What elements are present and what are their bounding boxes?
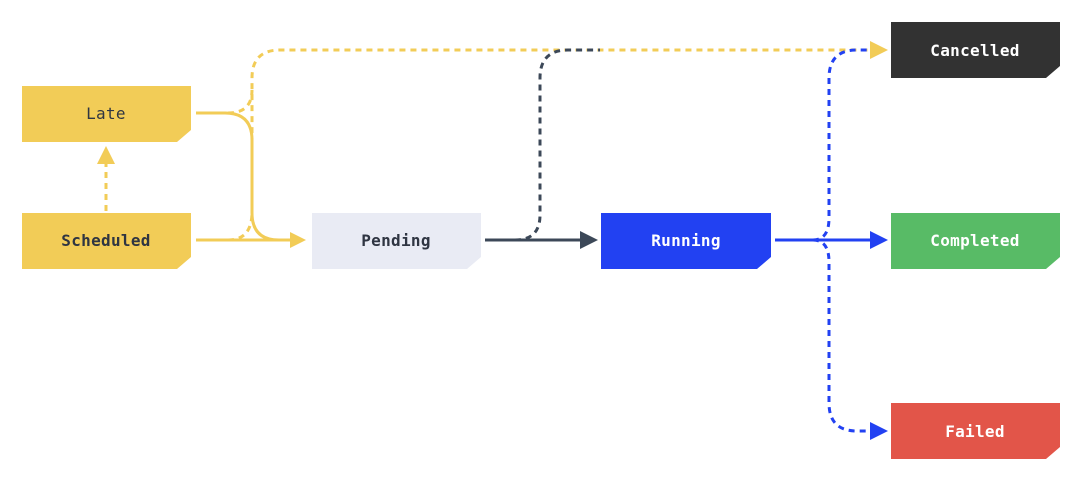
node-running-label: Running: [651, 231, 721, 250]
node-late-shape: [22, 86, 191, 142]
node-completed-shape: [891, 213, 1060, 269]
edge-pending-to-cancelled: [514, 48, 600, 242]
node-completed-label: Completed: [930, 231, 1019, 250]
node-late[interactable]: Late: [22, 86, 191, 142]
node-failed[interactable]: Failed: [891, 403, 1060, 459]
node-late-label: Late: [86, 104, 126, 123]
node-failed-label: Failed: [945, 422, 1005, 441]
edge-running-to-failed: [812, 238, 872, 433]
arrowhead-pending-yellow: [290, 232, 306, 248]
edge-late-to-cancelled: [227, 89, 254, 115]
node-running[interactable]: Running: [601, 213, 771, 269]
arrowhead-running: [580, 231, 598, 249]
node-cancelled[interactable]: Cancelled: [891, 22, 1060, 78]
arrowhead-cancelled-yellow: [870, 41, 888, 59]
edge-running-to-cancelled: [812, 48, 870, 242]
node-pending-label: Pending: [361, 231, 431, 250]
node-scheduled-label: Scheduled: [61, 231, 150, 250]
node-pending[interactable]: Pending: [312, 213, 481, 269]
node-pending-shape: [312, 213, 481, 269]
node-running-shape: [601, 213, 771, 269]
edge-late-to-pending: [196, 111, 296, 242]
node-cancelled-label: Cancelled: [930, 41, 1019, 60]
node-scheduled-shape: [22, 213, 191, 269]
node-completed[interactable]: Completed: [891, 213, 1060, 269]
arrowhead-completed: [870, 231, 888, 249]
node-failed-shape: [891, 403, 1060, 459]
edge-scheduled-to-cancelled: [227, 48, 872, 242]
node-scheduled[interactable]: Scheduled: [22, 213, 191, 269]
arrowhead-late: [97, 146, 115, 164]
arrowhead-failed: [870, 422, 888, 440]
node-cancelled-shape: [891, 22, 1060, 78]
